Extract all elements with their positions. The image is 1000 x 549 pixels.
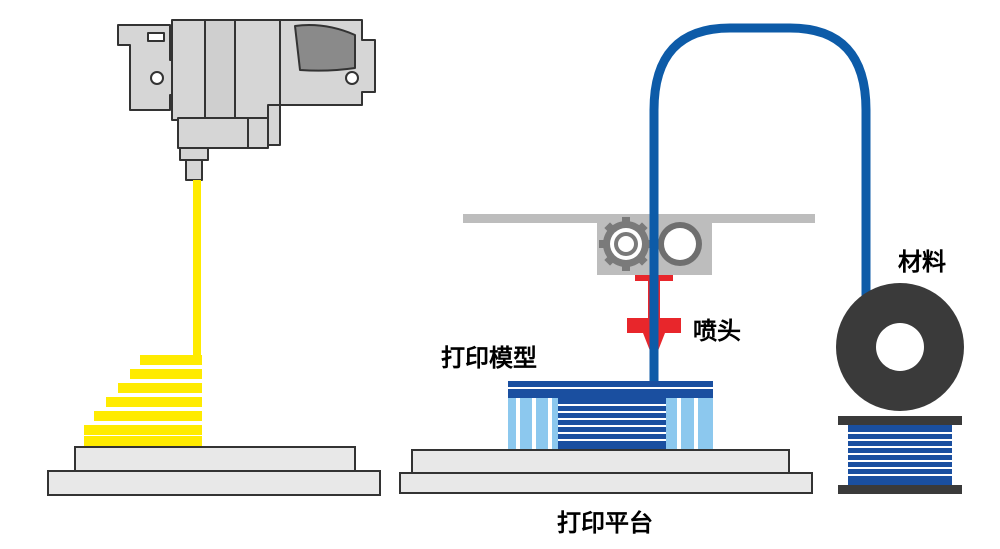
model-label: 打印模型: [441, 344, 537, 372]
yellow-filament: [193, 180, 201, 360]
spool-icon: [836, 283, 964, 411]
left-print-platform: [47, 446, 381, 496]
nozzle-label: 喷头: [693, 317, 741, 345]
blue-printed-model: [508, 381, 713, 450]
extruder-head-icon: [117, 19, 376, 181]
yellow-printed-layers: [84, 355, 202, 446]
right-print-platform: [399, 449, 813, 494]
roller-icon: [658, 222, 702, 266]
blue-filament: [649, 23, 871, 384]
material-label: 材料: [898, 248, 946, 276]
gear-icon: [599, 217, 653, 271]
gantry-rail: [463, 214, 815, 223]
platform-label: 打印平台: [557, 509, 653, 537]
filament-box-icon: [838, 416, 962, 494]
